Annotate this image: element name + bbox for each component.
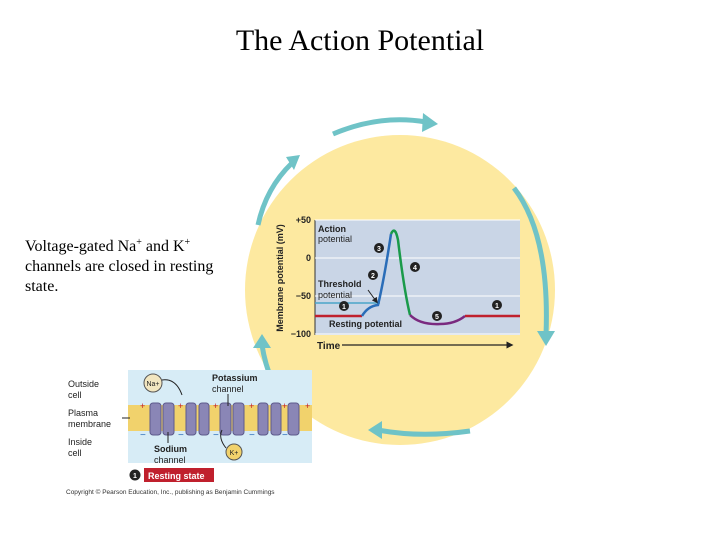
resting-potential-label: Resting potential <box>329 319 402 329</box>
sodium-ion <box>143 373 163 393</box>
channel-subunit <box>149 402 162 436</box>
potassium-ion-label: K+ <box>230 450 239 457</box>
membrane-label-line2: membrane <box>68 419 111 429</box>
state-number-badge <box>129 469 141 481</box>
svg-text:5: 5 <box>435 314 439 321</box>
caption-text: Voltage-gated Na+ and K+ channels are cl… <box>25 237 245 297</box>
membrane-panel: + + + + + + − − − − − Na+ K+ Outside cell Plasm… <box>66 370 312 496</box>
arrowhead-right <box>537 331 555 346</box>
copyright-notice: Copyright © Pearson Education, Inc., pub… <box>66 488 275 496</box>
arrowhead-left-upper <box>286 155 300 170</box>
outside-label-line2: cell <box>68 390 82 400</box>
caption-part2: and K <box>141 238 185 255</box>
svg-text:4: 4 <box>413 265 417 272</box>
cycle-arrow-top <box>332 117 427 137</box>
arrowhead-bottom <box>368 421 382 439</box>
intracellular-band <box>128 431 312 463</box>
potassium-ion-arrow <box>220 429 227 449</box>
arrowhead-left-lower <box>253 334 271 348</box>
action-potential-label-line2: potential <box>318 234 352 244</box>
svg-text:−: − <box>249 430 255 441</box>
step-marker-4: 4 <box>410 262 420 272</box>
trace-peak-repolarization <box>389 229 412 316</box>
arrowhead-top <box>422 113 438 132</box>
svg-text:1: 1 <box>342 304 346 311</box>
svg-text:+: + <box>213 401 218 411</box>
svg-text:−: − <box>213 430 219 441</box>
y-tick-minus50: −50 <box>296 291 311 301</box>
caption-part3: channels are closed in resting state. <box>25 258 214 295</box>
state-label-box <box>144 468 214 482</box>
y-tick-0: 0 <box>306 253 311 263</box>
inside-label-line2: cell <box>68 448 82 458</box>
potassium-ion <box>225 443 243 461</box>
svg-text:−: − <box>282 430 288 441</box>
svg-text:1: 1 <box>495 303 499 310</box>
trace-undershoot <box>409 314 466 326</box>
threshold-label-line2: potential <box>318 290 352 300</box>
svg-text:+: + <box>305 401 310 411</box>
potassium-channel-label-line2: channel <box>212 384 244 394</box>
potassium-channel-label-line1: Potassium <box>212 373 258 383</box>
step-marker-2: 2 <box>368 270 378 280</box>
threshold-label-line1: Threshold <box>318 279 362 289</box>
channel-subunit <box>232 402 245 436</box>
sodium-ion-arrow <box>161 379 183 396</box>
svg-text:+: + <box>249 401 254 411</box>
channel-subunit <box>287 402 300 436</box>
inside-label-line1: Inside <box>68 437 92 447</box>
state-label: Resting state <box>148 471 205 481</box>
membrane-label-line1: Plasma <box>68 408 98 418</box>
channel-subunit <box>185 402 197 436</box>
step-marker-1b: 1 <box>492 300 502 310</box>
trace-depolarization <box>360 233 393 317</box>
cycle-arrowheads <box>253 113 555 439</box>
channel-subunit <box>257 402 269 436</box>
sodium-channel-label-line2: channel <box>154 455 186 465</box>
state-number: 1 <box>133 473 137 480</box>
channel-subunit <box>198 402 210 436</box>
cycle-arrow-bottom <box>377 427 471 437</box>
svg-text:3: 3 <box>377 246 381 253</box>
sodium-ion-label: Na+ <box>146 381 159 388</box>
channel-subunit <box>219 402 232 436</box>
cycle-arrow-right <box>512 186 549 336</box>
step-marker-1a: 1 <box>339 301 349 311</box>
svg-text:+: + <box>178 401 183 411</box>
channel-proteins <box>149 402 300 436</box>
y-tick-plus50: +50 <box>296 215 311 225</box>
svg-text:−: − <box>178 430 184 441</box>
caption-sup2: + <box>184 237 191 248</box>
svg-text:+: + <box>140 401 145 411</box>
caption-sup1: + <box>136 237 142 248</box>
cycle-arrow-left-upper <box>255 161 294 226</box>
sodium-channel-label-line1: Sodium <box>154 444 187 454</box>
step-marker-3: 3 <box>374 243 384 253</box>
y-axis-title: Membrane potential (mV) <box>275 224 285 332</box>
caption-part1: Voltage-gated Na <box>25 238 137 255</box>
channel-subunit <box>162 402 175 436</box>
step-marker-5: 5 <box>432 311 442 321</box>
y-tick-minus100: −100 <box>291 329 311 339</box>
action-potential-label-line1: Action <box>318 224 346 234</box>
x-axis-title: Time <box>317 341 341 352</box>
svg-text:2: 2 <box>371 273 375 280</box>
channel-subunit <box>270 402 282 436</box>
outside-label-line1: Outside <box>68 379 99 389</box>
slide-title: The Action Potential <box>235 24 485 57</box>
side-labels: Outside cell Plasma membrane Inside cell <box>68 379 111 458</box>
membrane-charges: + + + + + + <box>140 401 310 411</box>
threshold-pointer <box>367 289 378 304</box>
svg-text:+: + <box>282 401 287 411</box>
membrane-charges-inner: −−− −− <box>140 430 288 441</box>
svg-text:−: − <box>140 430 146 441</box>
